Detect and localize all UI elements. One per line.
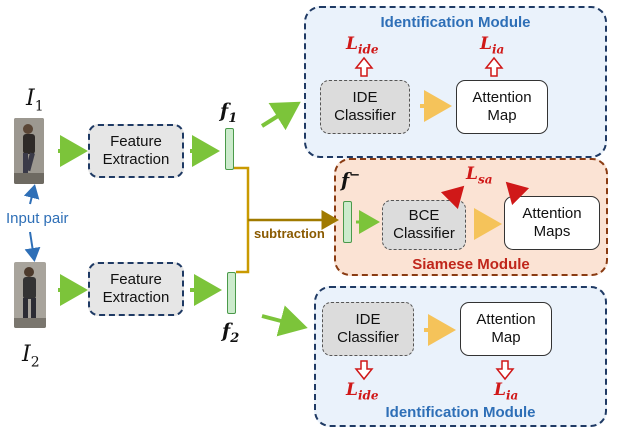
- bottom-loss-ia-sub: ia: [505, 388, 519, 403]
- feature-label-fminus: f−: [341, 168, 360, 191]
- loss-arrow-sa-right: [505, 181, 530, 206]
- top-ide-classifier: IDE Classifier: [320, 80, 410, 134]
- feature-vector-f2: [227, 272, 236, 314]
- loss-arrow-sa-left: [440, 185, 465, 210]
- top-loss-ia: Lia: [480, 34, 504, 56]
- top-attention-map: Attention Map: [456, 80, 548, 134]
- top-ide-classifier-label: IDE Classifier: [334, 89, 396, 124]
- bottom-ide-classifier: IDE Classifier: [322, 302, 414, 356]
- input-label-1: I1: [26, 86, 44, 114]
- bottom-ide-classifier-label: IDE Classifier: [337, 311, 399, 346]
- bottom-attention-map: Attention Map: [460, 302, 552, 356]
- person-2-figure: [14, 262, 46, 328]
- person-1-figure: [14, 118, 44, 184]
- input-pair-label: Input pair: [6, 210, 69, 227]
- feature-extraction-top-label: Feature Extraction: [102, 133, 170, 168]
- siamese-loss-sa-main: L: [466, 164, 478, 184]
- loss-arrow-bottom-ide: [354, 360, 374, 381]
- input-image-1: [14, 118, 44, 184]
- input-label-2: I2: [22, 342, 40, 370]
- fminus-sup: −: [349, 168, 361, 183]
- f2-main: f: [222, 320, 231, 342]
- top-loss-ide-sub: ide: [357, 42, 379, 57]
- bottom-loss-ide: Lide: [346, 380, 379, 402]
- feature-label-f2: f2: [222, 320, 239, 346]
- input-label-2-main: I: [22, 342, 31, 367]
- f1-sub: 1: [228, 110, 238, 126]
- f2-sub: 2: [230, 330, 240, 346]
- top-attention-map-label: Attention Map: [472, 89, 532, 124]
- loss-arrow-top-ide: [354, 56, 374, 77]
- f1-main: f: [220, 100, 229, 122]
- bottom-loss-ia: Lia: [494, 380, 518, 402]
- bce-classifier-label: BCE Classifier: [393, 207, 455, 242]
- arrow-pair-to-img1: [23, 184, 40, 205]
- loss-arrow-bottom-ia: [495, 360, 515, 381]
- input-image-2: [14, 262, 46, 328]
- input-label-1-sub: 1: [34, 98, 44, 115]
- top-loss-ia-sub: ia: [491, 42, 505, 57]
- bottom-loss-ide-sub: ide: [357, 388, 379, 403]
- bottom-loss-ide-main: L: [346, 380, 358, 400]
- fminus-main: f: [341, 169, 350, 192]
- feature-extraction-bottom-label: Feature Extraction: [102, 271, 170, 306]
- feature-extraction-bottom: Feature Extraction: [88, 262, 184, 316]
- feature-vector-fminus: [343, 201, 352, 243]
- bottom-attention-map-label: Attention Map: [476, 311, 536, 346]
- arrow-pair-to-img2: [24, 231, 41, 262]
- subtraction-label: subtraction: [254, 226, 325, 241]
- loss-arrow-top-ia: [484, 56, 504, 77]
- arrow-f2-to-bottom-module: [261, 305, 308, 337]
- feature-extraction-top: Feature Extraction: [88, 124, 184, 178]
- top-loss-ide-main: L: [346, 34, 358, 54]
- siamese-loss-sa: Lsa: [466, 164, 492, 186]
- siamese-module-title: Siamese Module: [412, 256, 530, 273]
- top-loss-ia-main: L: [480, 34, 492, 54]
- siamese-loss-sa-sub: sa: [477, 172, 493, 187]
- feature-label-f1: f1: [220, 100, 237, 126]
- bottom-module-title: Identification Module: [385, 404, 536, 421]
- feature-vector-f1: [225, 128, 234, 170]
- top-module-title: Identification Module: [380, 14, 531, 31]
- bottom-loss-ia-main: L: [494, 380, 506, 400]
- subtraction-bracket: [234, 166, 250, 274]
- top-loss-ide: Lide: [346, 34, 379, 56]
- input-label-2-sub: 2: [30, 354, 40, 371]
- arrow-f1-to-top-module: [260, 101, 301, 131]
- input-label-1-main: I: [26, 86, 35, 111]
- siamese-attention-maps-label: Attention Maps: [522, 205, 582, 240]
